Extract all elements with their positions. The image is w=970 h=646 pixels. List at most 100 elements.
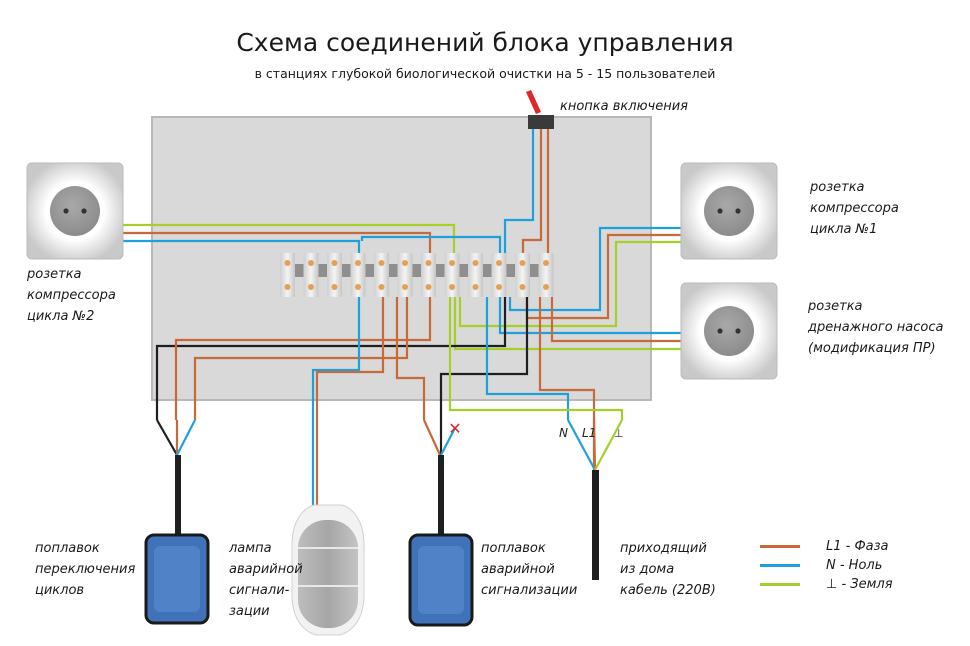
wire-black bbox=[155, 297, 507, 420]
terminal-bridge bbox=[505, 264, 516, 277]
terminal-screw bbox=[284, 260, 291, 266]
wire-neutral bbox=[311, 297, 361, 505]
wire-ground bbox=[458, 240, 681, 328]
terminal bbox=[491, 253, 507, 297]
wire-phase bbox=[123, 231, 432, 253]
terminal bbox=[327, 253, 342, 297]
terminal-screw bbox=[308, 260, 314, 266]
terminal-screw bbox=[519, 284, 526, 290]
terminal-screw bbox=[472, 284, 479, 290]
terminal bbox=[444, 253, 460, 297]
page-subtitle: в станциях глубокой биологической очистк… bbox=[254, 66, 716, 81]
terminal-screw bbox=[308, 284, 314, 290]
terminal-bridge bbox=[529, 264, 539, 277]
wire-phase bbox=[550, 297, 681, 343]
terminal-screw bbox=[355, 260, 361, 266]
wire-label-l1: L1 bbox=[582, 426, 596, 440]
legend-text: L1 - Фаза bbox=[826, 538, 889, 554]
switch-lever-icon[interactable] bbox=[526, 90, 541, 114]
label-line: (модификация ПР) bbox=[808, 341, 936, 356]
legend-item-neutral: N - Ноль bbox=[760, 556, 882, 574]
terminal bbox=[421, 253, 436, 297]
legend-swatch bbox=[760, 563, 800, 567]
label-line: компрессора bbox=[27, 288, 116, 303]
wire-neutral bbox=[485, 297, 570, 420]
socket-compressor-cycle-1 bbox=[680, 162, 778, 260]
terminal-screw bbox=[378, 284, 385, 290]
wire-phase bbox=[193, 297, 409, 420]
terminal-bridge bbox=[482, 264, 492, 277]
label-line: сигнализации bbox=[481, 583, 578, 598]
wire-phase bbox=[521, 129, 543, 253]
float-switch-cycles bbox=[144, 455, 210, 625]
terminal-screw bbox=[449, 260, 455, 266]
label-line: розетка bbox=[808, 299, 863, 314]
label-line: аварийной bbox=[481, 562, 555, 577]
legend-text: N - Ноль bbox=[826, 557, 883, 573]
wire-neutral bbox=[176, 419, 196, 456]
label-line: компрессора bbox=[810, 201, 899, 216]
wire-phase bbox=[315, 297, 385, 505]
alarm-lamp-label: лампа аварийной сигнали- зации bbox=[229, 538, 303, 622]
label-line: лампа bbox=[229, 541, 272, 556]
label-line: циклов bbox=[35, 583, 85, 598]
wire-ground bbox=[123, 223, 456, 253]
wire-ground bbox=[448, 297, 624, 420]
terminal-screw bbox=[331, 284, 338, 290]
socket-compressor-cycle-2 bbox=[26, 162, 124, 260]
label-line: переключения bbox=[35, 562, 136, 577]
terminal-screw bbox=[472, 260, 479, 266]
wire-phase bbox=[592, 419, 597, 471]
label-line: цикла №2 bbox=[27, 309, 95, 324]
power-switch[interactable] bbox=[526, 90, 554, 129]
float-alarm-label: поплавок аварийной сигнализации bbox=[481, 538, 577, 601]
wire-neutral bbox=[123, 239, 361, 253]
float-cycle-label: поплавок переключения циклов bbox=[35, 538, 135, 601]
wire-neutral bbox=[567, 419, 596, 471]
label-line: сигнали- bbox=[229, 583, 290, 598]
float-switch-alarm bbox=[408, 455, 474, 627]
label-line: цикла №1 bbox=[810, 222, 878, 237]
terminal-bridge bbox=[364, 264, 375, 277]
wire-neutral bbox=[498, 297, 681, 335]
wire-ground bbox=[594, 419, 623, 471]
terminal-bridge bbox=[411, 264, 422, 277]
wire-phase bbox=[395, 297, 426, 420]
socket-right-top-label: розетка компрессора цикла №1 bbox=[810, 177, 899, 240]
label-line: поплавок bbox=[481, 541, 546, 556]
wire-neutral bbox=[440, 427, 456, 456]
terminal-screw bbox=[425, 284, 432, 290]
wire-neutral bbox=[360, 235, 502, 253]
terminal-screw bbox=[543, 284, 549, 290]
terminal-bridge bbox=[317, 264, 328, 277]
terminal-bridge bbox=[458, 264, 469, 277]
terminal-screw bbox=[284, 284, 291, 290]
terminal-screw bbox=[402, 260, 408, 266]
terminal-screw bbox=[402, 284, 408, 290]
terminal-bridge bbox=[341, 264, 351, 277]
alarm-lamp bbox=[291, 504, 365, 636]
wire-label-ground: ⊥ bbox=[614, 427, 624, 440]
terminal-screw bbox=[331, 260, 338, 266]
socket-right-bottom-label: розетка дренажного насоса (модификация П… bbox=[808, 296, 943, 359]
terminal bbox=[538, 253, 554, 297]
terminal-screw bbox=[425, 260, 432, 266]
wire-label-n: N bbox=[559, 426, 568, 440]
wire-neutral bbox=[508, 226, 681, 312]
label-line: приходящий bbox=[620, 541, 707, 556]
terminal bbox=[468, 253, 483, 297]
terminal-screw bbox=[496, 260, 502, 266]
terminal-screw bbox=[355, 284, 361, 290]
wire-black bbox=[439, 297, 529, 420]
incoming-cable bbox=[592, 470, 599, 580]
wire-phase bbox=[422, 419, 442, 456]
terminal-screw bbox=[519, 260, 526, 266]
legend-item-phase: L1 - Фаза bbox=[760, 537, 889, 555]
label-line: из дома bbox=[620, 562, 675, 577]
power-button-label: кнопка включения bbox=[560, 99, 688, 114]
socket-drain-pump bbox=[680, 282, 778, 380]
page-title: Схема соединений блока управления bbox=[236, 28, 734, 57]
legend-swatch bbox=[760, 582, 800, 586]
wire-black bbox=[156, 419, 178, 456]
